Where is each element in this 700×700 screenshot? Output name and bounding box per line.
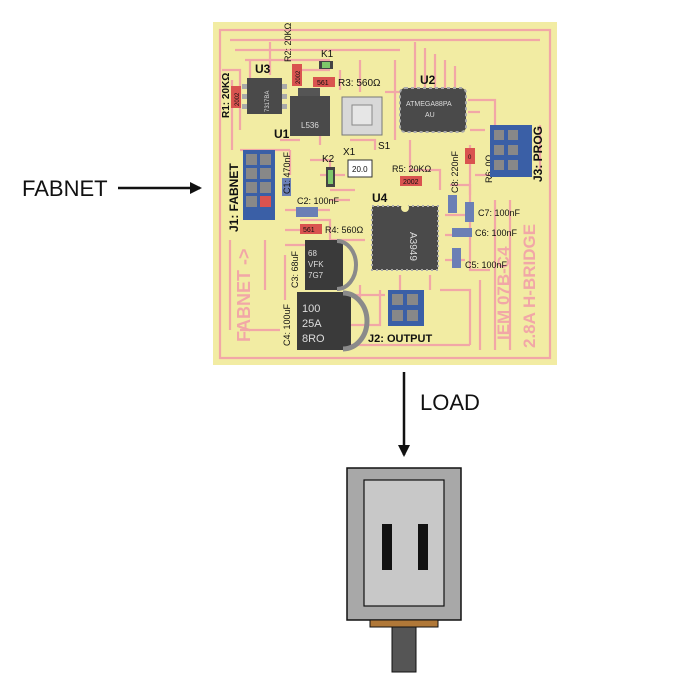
c4-marking-3: 8RO [302, 333, 325, 345]
s1-ref: S1 [378, 141, 391, 152]
x1-marking: 20.0 [352, 165, 368, 174]
fabnet-external-label: FABNET [22, 176, 108, 201]
motor-shaft [391, 626, 417, 673]
motor-load [346, 467, 462, 673]
u2-marking-1: ATMEGA88PA [406, 101, 452, 108]
motor-terminal-right [418, 524, 428, 570]
j2-label: J2: OUTPUT [368, 333, 432, 345]
u1-marking: L536 [301, 121, 319, 130]
r4-label: R4: 560Ω [325, 225, 364, 235]
x1-oscillator [347, 159, 373, 178]
c7-label: C7: 100nF [478, 208, 521, 218]
r2-resistor [292, 64, 302, 86]
c6-label: C6: 100nF [475, 228, 518, 238]
motor-terminal-left [382, 524, 392, 570]
c4-label: C4: 100uF [282, 303, 292, 346]
r5-label: R5: 20KΩ [392, 164, 432, 174]
c3-electrolytic-capacitor: 68 VFK 7G7 C3: 68uF [290, 239, 358, 291]
c8-capacitor [448, 195, 457, 213]
u3-marking: 7317BA [265, 91, 271, 112]
c5-capacitor [452, 248, 461, 268]
c3-marking-1: 68 [308, 249, 317, 258]
r4-resistor [300, 224, 322, 234]
r4-code: 561 [303, 227, 315, 234]
r1-label: R1: 20KΩ [221, 73, 232, 118]
board-silk-title: IEM 07B-C4 [494, 246, 513, 340]
u2-marking-2: AU [425, 112, 435, 119]
k1-ref: K1 [321, 49, 334, 60]
u4-ref: U4 [372, 191, 388, 205]
r6-resistor [465, 148, 475, 164]
r3-resistor [313, 77, 335, 87]
r1-resistor [231, 86, 241, 108]
j1-fabnet-header: J1: FABNET [227, 150, 275, 232]
c4-electrolytic-capacitor: 100 25A 8RO C4: 100uF [282, 290, 370, 352]
c3-marking-3: 7G7 [308, 271, 324, 280]
r6-code: 0 [468, 155, 472, 161]
u2-microcontroller: ATMEGA88PA AU U2 [399, 73, 467, 133]
c4-marking-2: 25A [302, 318, 322, 330]
k2-ref: K2 [322, 154, 335, 165]
load-label: LOAD [420, 390, 480, 415]
j2-output-header: J2: OUTPUT [368, 290, 432, 345]
u3-ref: U3 [255, 62, 271, 76]
pcb-board: IEM 07B-C4 2.8A H-BRIDGE FABNET -> 7317B… [213, 22, 557, 365]
u1-regulator: L536 U1 [274, 88, 330, 141]
u3-regulator: 7317BA U3 [242, 62, 287, 114]
r2-label: R2: 20KΩ [283, 22, 293, 62]
c1-label: C1: 470nF [282, 151, 292, 194]
r3-label: R3: 560Ω [338, 78, 381, 89]
board-silk-subtitle: 2.8A H-BRIDGE [520, 224, 539, 348]
c2-label: C2: 100nF [297, 196, 340, 206]
c2-capacitor [296, 207, 318, 217]
c7-capacitor [465, 202, 474, 222]
x1-ref: X1 [343, 147, 356, 158]
r1-code: 2002 [235, 92, 241, 106]
r3-code: 561 [317, 80, 329, 87]
c4-marking-1: 100 [302, 303, 320, 315]
c3-marking-2: VFK [308, 260, 324, 269]
u1-ref: U1 [274, 127, 290, 141]
j1-label: J1: FABNET [227, 163, 241, 232]
c1-capacitor [282, 178, 291, 196]
u2-ref: U2 [420, 73, 436, 87]
c8-label: C8: 220nF [450, 150, 460, 193]
r5-code: 2002 [403, 179, 419, 186]
j3-label: J3: PROG [531, 126, 545, 182]
r2-code: 2002 [296, 70, 302, 84]
j3-prog-header: J3: PROG [490, 125, 545, 182]
board-silk-fabnet-arrow: FABNET -> [234, 248, 254, 342]
c6-capacitor [452, 228, 472, 237]
c5-label: C5: 100nF [465, 260, 508, 270]
c3-label: C3: 68uF [290, 250, 300, 288]
r6-label: R6: 0Ω [484, 154, 494, 183]
u4-hbridge-driver: A3949 U4 [371, 191, 439, 271]
u4-marking: A3949 [407, 232, 418, 261]
r5-resistor [400, 176, 422, 186]
